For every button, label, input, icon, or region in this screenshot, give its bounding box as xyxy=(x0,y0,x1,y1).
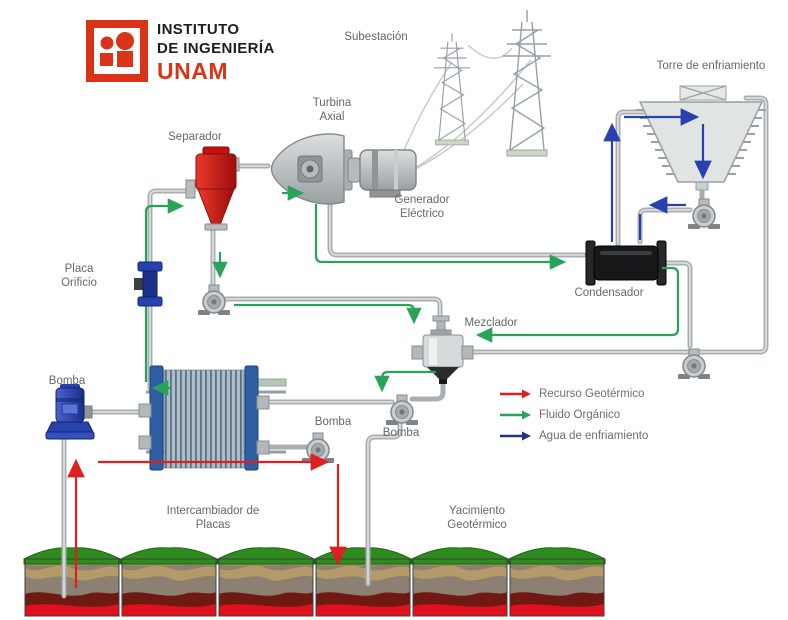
label-condenser: Condensador xyxy=(574,287,644,299)
label-cooling-tower: Torre de enfriamiento xyxy=(656,60,766,72)
label-substation: Subestación xyxy=(344,31,408,43)
unam-logo: INSTITUTO DE INGENIERÍA UNAM xyxy=(86,20,275,85)
separator-icon xyxy=(185,146,240,231)
legend-item-organic: Fluido Orgánico xyxy=(498,409,648,421)
flow-arrows-organic xyxy=(151,185,680,396)
label-orifice-plate: Placa Orificio xyxy=(61,263,97,289)
flow-organic-behind xyxy=(144,198,185,382)
logo-brand: UNAM xyxy=(157,58,228,84)
cooling-water-pump-icon xyxy=(687,198,721,230)
label-pump-right: Bomba xyxy=(382,427,420,439)
label-mixer: Mezclador xyxy=(464,317,518,329)
ii-unam-emblem-icon xyxy=(86,20,148,82)
left-vertical-pump-icon xyxy=(45,384,95,440)
condenser-icon xyxy=(585,240,667,286)
legend-red-arrow-icon xyxy=(500,389,531,399)
label-separator: Separador xyxy=(168,131,222,143)
geothermal-reservoir-ground xyxy=(23,547,606,617)
logo-institute-line1: INSTITUTO xyxy=(157,21,240,38)
flow-legend: Recurso Geotérmico Fluido Orgánico Agua … xyxy=(498,388,648,442)
label-pump-left: Bomba xyxy=(48,375,86,387)
label-turbine: Turbina Axial xyxy=(312,97,352,123)
legend-green-arrow-icon xyxy=(500,410,531,420)
mixer-icon xyxy=(411,315,474,384)
legend-blue-arrow-icon xyxy=(500,431,531,441)
legend-label: Agua de enfriamiento xyxy=(539,430,649,442)
label-heat-exchanger: Intercambiador de Placas xyxy=(166,505,260,531)
label-pump-center: Bomba xyxy=(314,416,352,428)
legend-item-cooling: Agua de enfriamiento xyxy=(498,430,648,442)
cooling-tower-icon xyxy=(636,85,766,191)
flow-arrows-cooling xyxy=(603,108,712,242)
legend-label: Fluido Orgánico xyxy=(539,409,621,421)
label-reservoir: Yacimiento Geotérmico xyxy=(447,505,507,531)
orifice-plate-icon xyxy=(134,261,163,307)
logo-institute-line2: DE INGENIERÍA xyxy=(157,40,275,57)
label-generator: Generador Eléctrico xyxy=(394,194,450,220)
transmission-tower-icon xyxy=(433,10,551,157)
legend-item-geothermal: Recurso Geotérmico xyxy=(498,388,648,400)
generator-icon xyxy=(347,149,417,198)
process-piping xyxy=(61,95,769,599)
legend-label: Recurso Geotérmico xyxy=(539,388,645,400)
injection-pump-icon xyxy=(301,432,335,464)
flow-arrows-geothermal xyxy=(67,453,347,588)
separator-drain-pump-icon xyxy=(197,284,231,316)
heat-exchanger-icon xyxy=(138,365,287,471)
